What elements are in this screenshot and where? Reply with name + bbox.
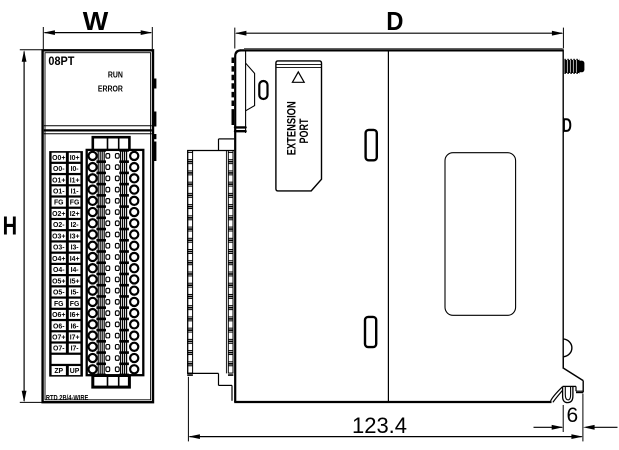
svg-text:I4+: I4+ xyxy=(70,256,80,263)
svg-text:I1+: I1+ xyxy=(70,177,80,184)
svg-text:I5+: I5+ xyxy=(70,278,80,285)
svg-text:I4-: I4- xyxy=(71,267,80,274)
svg-text:W: W xyxy=(83,6,109,36)
svg-text:O0-: O0- xyxy=(53,166,65,173)
svg-text:O0+: O0+ xyxy=(52,155,65,162)
svg-text:I7-: I7- xyxy=(71,346,80,353)
svg-text:H: H xyxy=(3,211,18,241)
svg-text:O6+: O6+ xyxy=(52,312,65,319)
svg-text:RTD 2B/4-WIRE: RTD 2B/4-WIRE xyxy=(46,395,89,402)
svg-text:O6-: O6- xyxy=(53,323,65,330)
svg-text:I2+: I2+ xyxy=(70,211,80,218)
svg-text:I3+: I3+ xyxy=(70,233,80,240)
svg-text:FG: FG xyxy=(54,200,64,207)
svg-text:O5+: O5+ xyxy=(52,278,65,285)
svg-text:08PT: 08PT xyxy=(48,54,74,68)
svg-text:I2-: I2- xyxy=(71,222,80,229)
svg-text:RUN: RUN xyxy=(108,71,123,80)
svg-text:UP: UP xyxy=(70,368,80,375)
svg-text:ERROR: ERROR xyxy=(98,84,123,93)
svg-text:I3-: I3- xyxy=(71,245,80,252)
svg-text:I0+: I0+ xyxy=(70,155,80,162)
svg-text:O3-: O3- xyxy=(53,245,65,252)
svg-text:FG: FG xyxy=(70,200,80,207)
svg-text:O3+: O3+ xyxy=(52,233,65,240)
svg-text:D: D xyxy=(386,6,403,36)
svg-text:6: 6 xyxy=(566,404,578,427)
svg-text:I7+: I7+ xyxy=(70,334,80,341)
svg-text:O7-: O7- xyxy=(53,346,65,353)
svg-text:ZP: ZP xyxy=(54,368,63,375)
svg-text:O5-: O5- xyxy=(53,290,65,297)
svg-text:I6+: I6+ xyxy=(70,312,80,319)
svg-text:O4-: O4- xyxy=(53,267,65,274)
svg-text:EXTENSION: EXTENSION xyxy=(284,101,298,155)
svg-text:PORT: PORT xyxy=(297,118,311,143)
svg-text:O4+: O4+ xyxy=(52,256,65,263)
svg-text:O2+: O2+ xyxy=(52,211,65,218)
svg-text:O1-: O1- xyxy=(53,188,65,195)
svg-text:I5-: I5- xyxy=(71,290,80,297)
svg-text:123.4: 123.4 xyxy=(352,413,407,438)
svg-text:FG: FG xyxy=(70,301,80,308)
svg-text:I1-: I1- xyxy=(71,188,80,195)
svg-text:FG: FG xyxy=(54,301,64,308)
svg-text:O7+: O7+ xyxy=(52,334,65,341)
svg-text:O1+: O1+ xyxy=(52,177,65,184)
svg-text:I0-: I0- xyxy=(71,166,80,173)
svg-text:I6-: I6- xyxy=(71,323,80,330)
svg-text:O2-: O2- xyxy=(53,222,65,229)
